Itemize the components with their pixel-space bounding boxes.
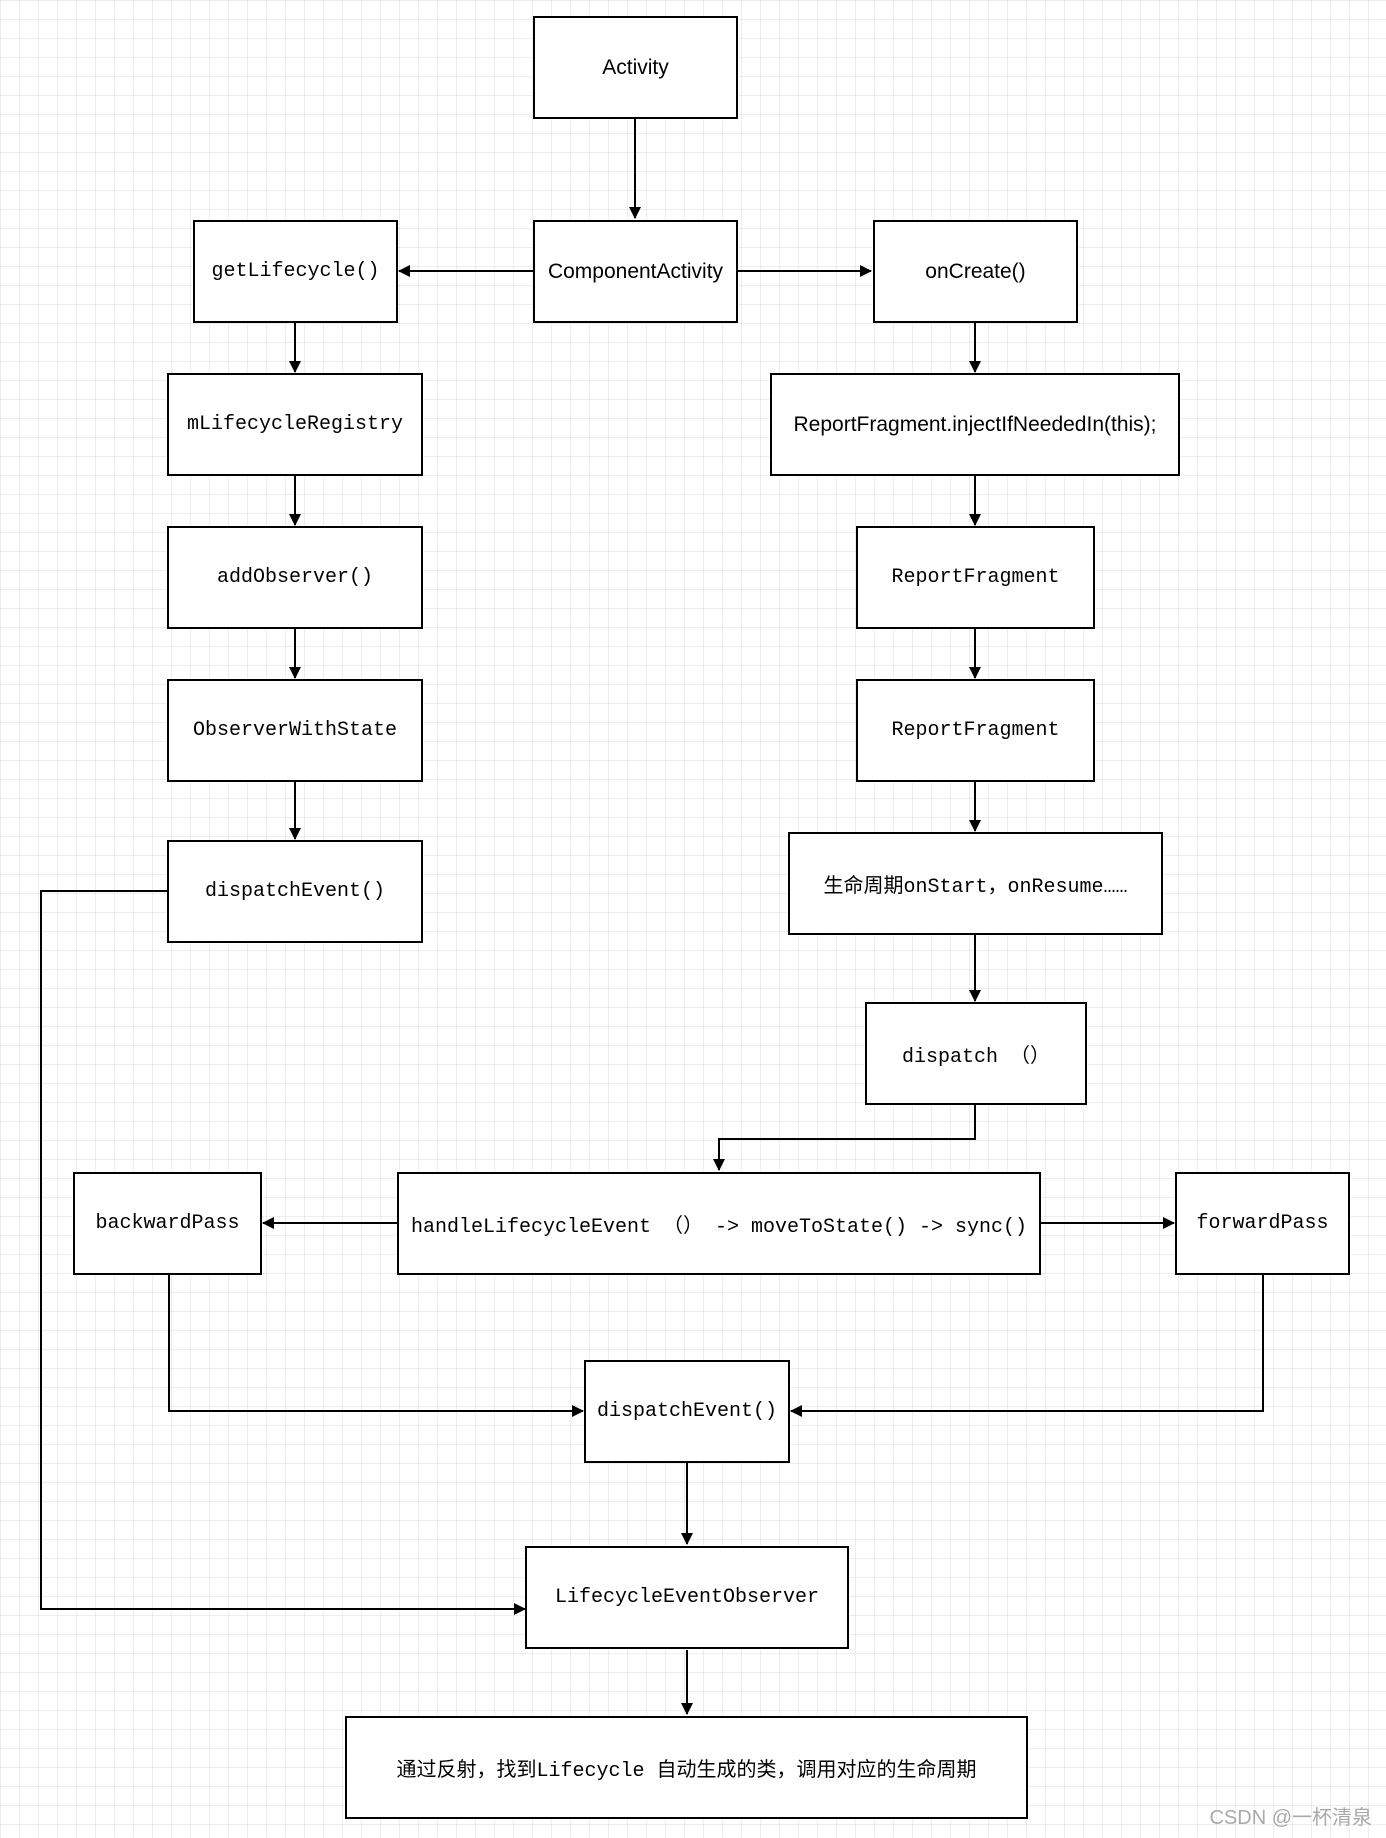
m-lifecycle-registry-node[interactable]: mLifecycleRegistry xyxy=(167,373,423,476)
dispatch-event-left-node[interactable]: dispatchEvent() xyxy=(167,840,423,943)
dispatch-event-center-node[interactable]: dispatchEvent() xyxy=(584,1360,790,1463)
activity-node[interactable]: Activity xyxy=(533,16,738,119)
lifecycle-callbacks-node[interactable]: 生命周期onStart，onResume…… xyxy=(788,832,1163,935)
add-observer-node[interactable]: addObserver() xyxy=(167,526,423,629)
edge-backwardpass-to-dispatchevent xyxy=(168,1274,584,1417)
edge-leftdispatchevent-to-lifecycleeventobserver xyxy=(40,890,526,1615)
reflection-note-node[interactable]: 通过反射，找到Lifecycle 自动生成的类，调用对应的生命周期 xyxy=(345,1716,1028,1819)
report-fragment-node-2[interactable]: ReportFragment xyxy=(856,679,1095,782)
component-activity-node[interactable]: ComponentActivity xyxy=(533,220,738,323)
lifecycle-event-observer-node[interactable]: LifecycleEventObserver xyxy=(525,1546,849,1649)
forward-pass-node[interactable]: forwardPass xyxy=(1175,1172,1350,1275)
edge-dispatch-to-handlelifecycleevent xyxy=(713,1104,976,1171)
edge-forwardpass-to-dispatchevent xyxy=(790,1274,1264,1417)
dispatch-node[interactable]: dispatch （） xyxy=(865,1002,1087,1105)
get-lifecycle-node[interactable]: getLifecycle() xyxy=(193,220,398,323)
report-fragment-node-1[interactable]: ReportFragment xyxy=(856,526,1095,629)
handle-lifecycle-event-node[interactable]: handleLifecycleEvent （） -> moveToState()… xyxy=(397,1172,1041,1275)
backward-pass-node[interactable]: backwardPass xyxy=(73,1172,262,1275)
on-create-node[interactable]: onCreate() xyxy=(873,220,1078,323)
report-fragment-inject-node[interactable]: ReportFragment.injectIfNeededIn(this); xyxy=(770,373,1180,476)
csdn-watermark: CSDN @一杯清泉 xyxy=(1209,1807,1372,1829)
observer-with-state-node[interactable]: ObserverWithState xyxy=(167,679,423,782)
